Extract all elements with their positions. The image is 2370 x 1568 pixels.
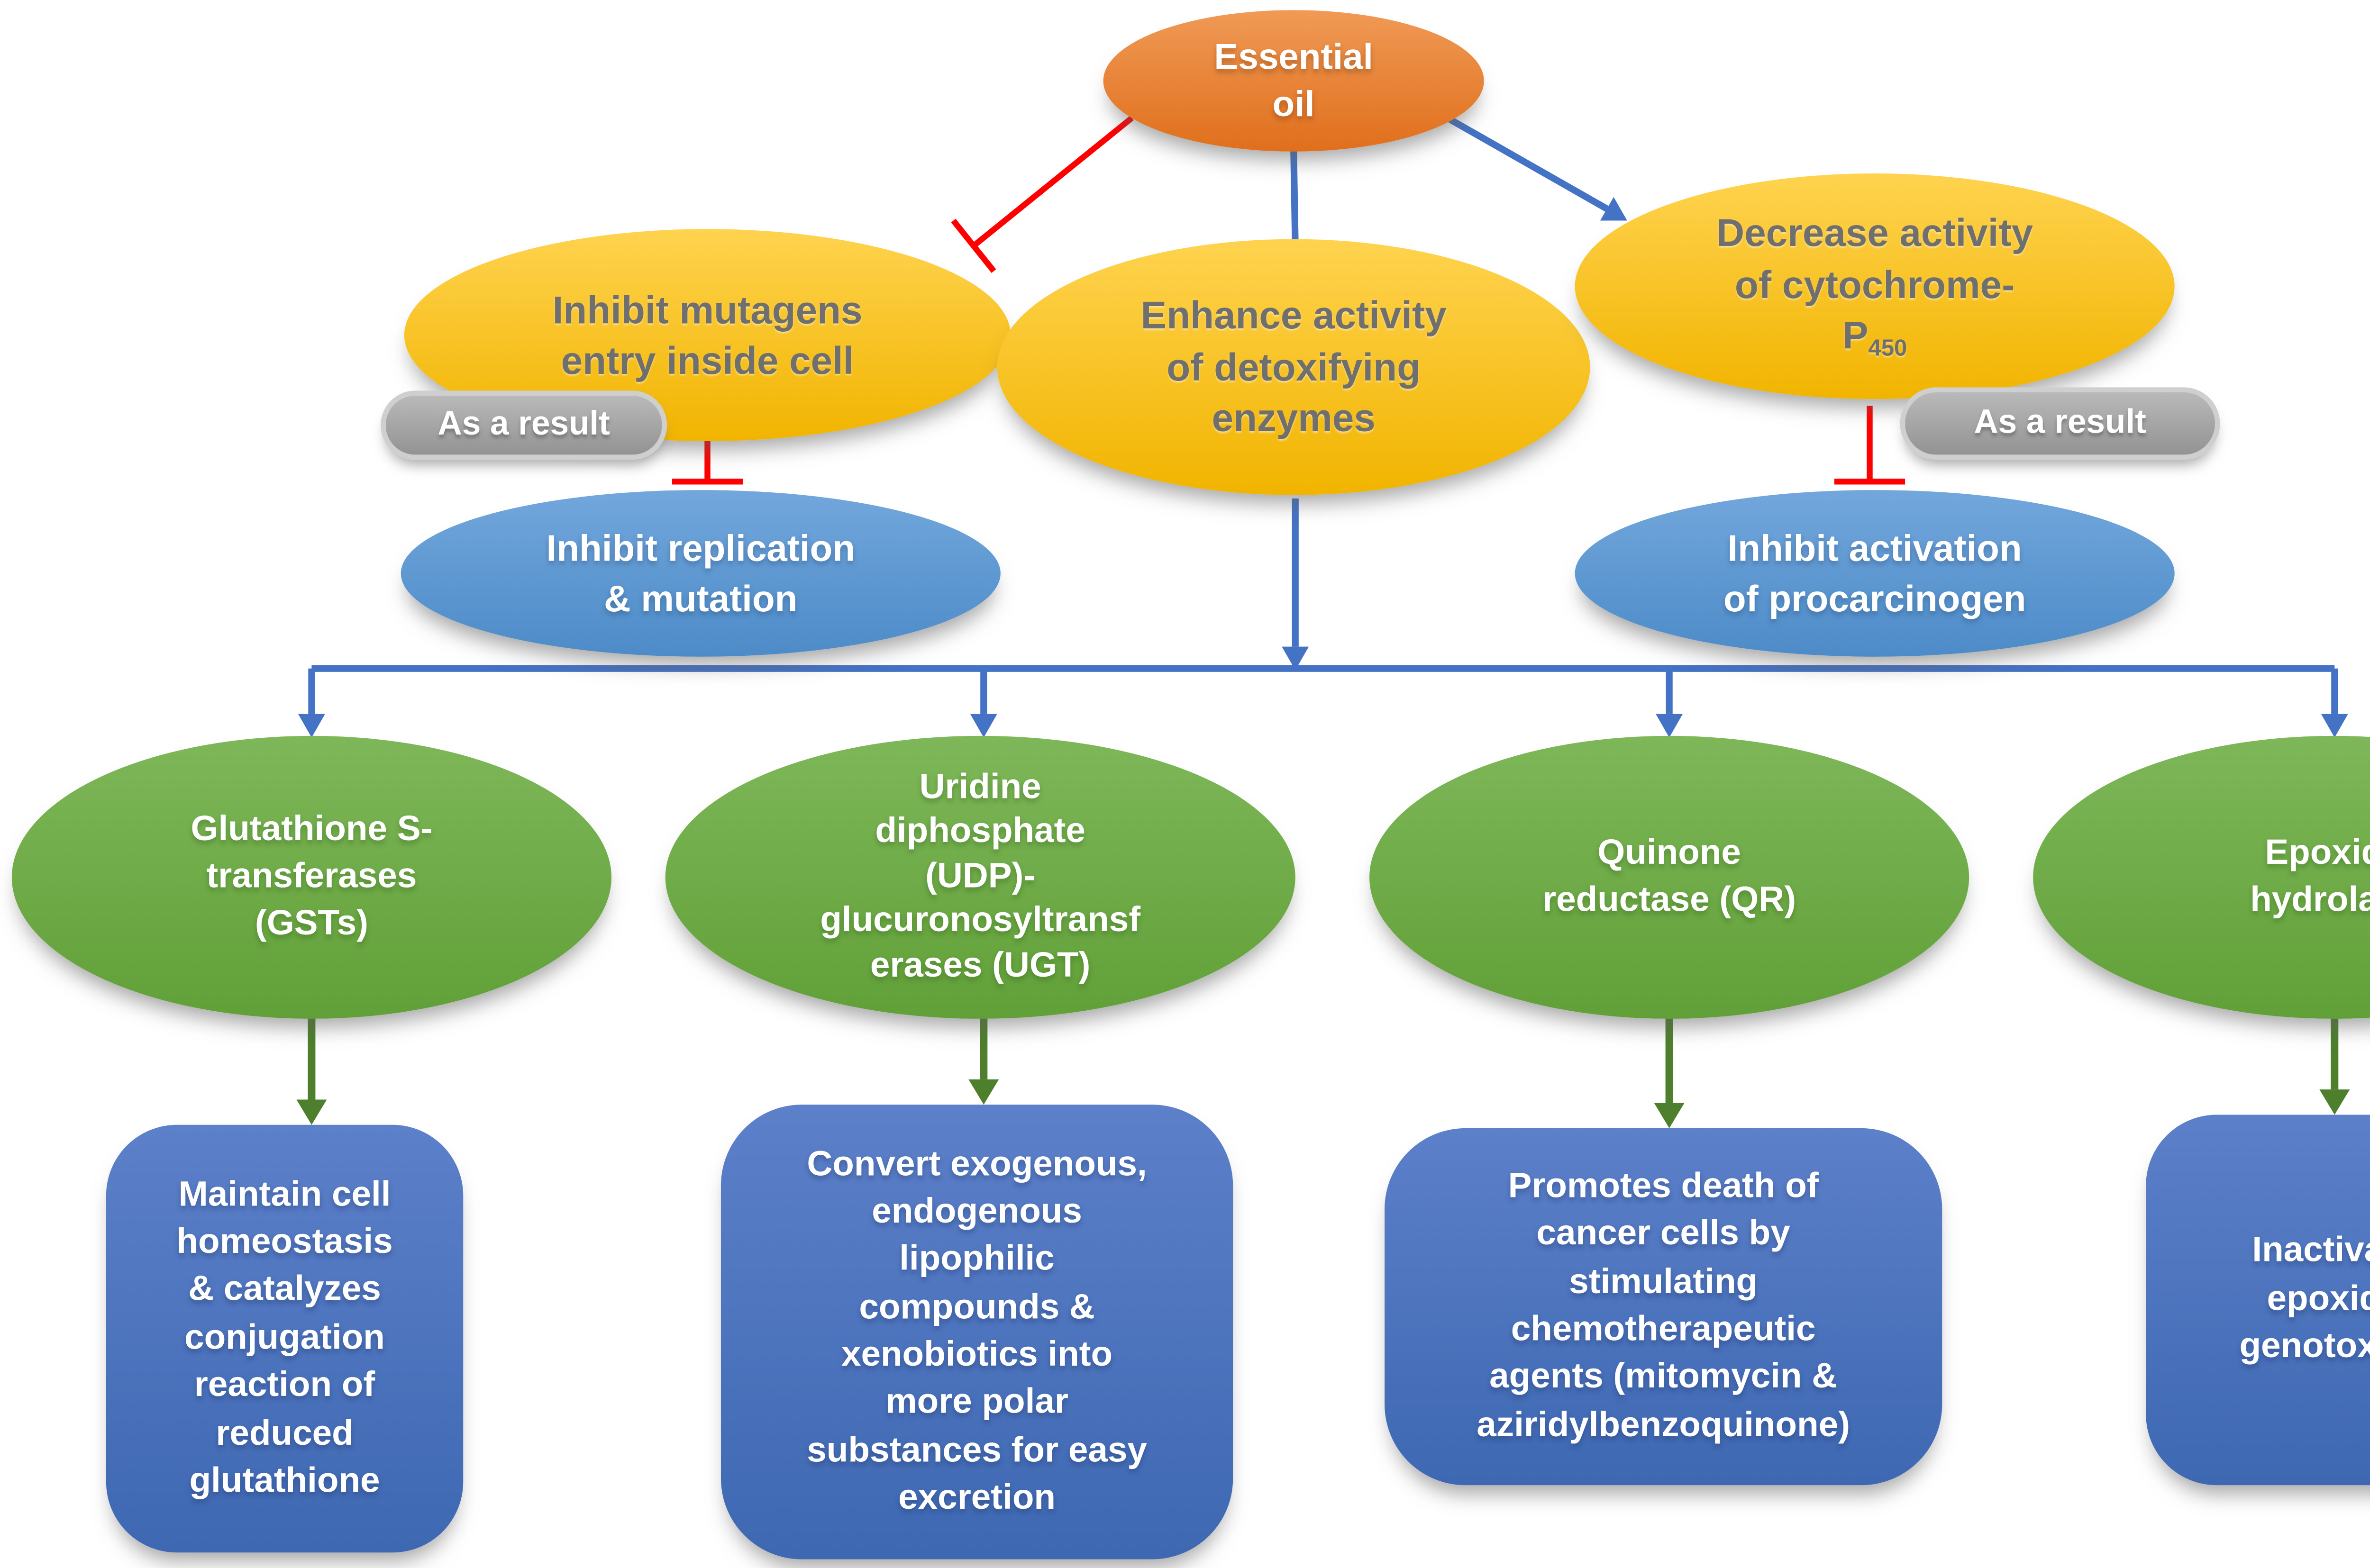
decrease-activity-node: Decrease activity of cytochrome- P450: [1575, 173, 2175, 399]
qr-label: Quinone reductase (QR): [1542, 834, 1796, 920]
edge-branch-to-gst: [298, 668, 325, 738]
arrowhead-icon: [1656, 714, 1683, 738]
edge-gst-to-effect: [296, 1015, 327, 1125]
arrowhead-icon: [298, 714, 325, 738]
arrowhead-icon: [968, 1079, 999, 1105]
qr-effect-label: Promotes death of cancer cells by stimul…: [1477, 1167, 1850, 1444]
qr-node: Quinone reductase (QR): [1369, 735, 1969, 1019]
cytochrome-subscript: 450: [1868, 335, 1907, 361]
arrowhead-icon: [2321, 714, 2348, 738]
decrease-activity-label: Decrease activity of cytochrome- P450: [1716, 211, 2033, 361]
inhibit-activation-label: Inhibit activation of procarcinogen: [1723, 527, 2026, 619]
edge-enhance-to-branch: [1282, 498, 1309, 671]
edge-branch-to-udp: [970, 668, 997, 738]
arrowhead-icon: [1282, 646, 1309, 671]
arrowhead-icon: [2319, 1089, 2350, 1115]
arrow-shaft: [1290, 148, 1299, 248]
edge-branch-to-qr: [1656, 668, 1683, 738]
as-a-result-right-badge: As a result: [1900, 387, 2220, 460]
inhibit-activation-node: Inhibit activation of procarcinogen: [1575, 490, 2175, 657]
inhibit-replication-node: Inhibit replication & mutation: [401, 490, 1001, 657]
qr-effect-box: Promotes death of cancer cells by stimul…: [1385, 1128, 1942, 1486]
edge-epoxide-to-effect: [2319, 1015, 2350, 1115]
as-a-result-left-label: As a result: [438, 406, 610, 444]
edge-decrease-result-activation: [1834, 406, 1905, 485]
udp-effect-box: Convert exogenous, endogenous lipophilic…: [720, 1105, 1233, 1559]
epoxide-label: Epoxide hydrolase: [2250, 834, 2370, 920]
as-a-result-left-badge: As a result: [381, 390, 667, 460]
arrowhead-icon: [1654, 1103, 1685, 1128]
essential-oil-node: Essential oil: [1103, 10, 1484, 152]
gst-node: Glutathione S- transferases (GSTs): [11, 735, 611, 1019]
inhibit-mutagens-label: Inhibit mutagens entry inside cell: [552, 287, 863, 382]
as-a-result-right-label: As a result: [1974, 404, 2146, 442]
gst-effect-label: Maintain cell homeostasis & catalyzes co…: [176, 1175, 393, 1500]
enhance-activity-label: Enhance activity of detoxifying enzymes: [1140, 293, 1447, 440]
arrowhead-icon: [1600, 197, 1627, 221]
essential-oil-label: Essential oil: [1214, 36, 1373, 125]
arrowhead-icon: [970, 714, 997, 738]
inhibit-mutagens-node: Inhibit mutagens entry inside cell: [404, 229, 1011, 442]
edge-udp-to-effect: [968, 1015, 999, 1105]
inhibition-bar-icon: [951, 218, 996, 273]
gst-label: Glutathione S- transferases (GSTs): [191, 810, 433, 943]
gst-effect-box: Maintain cell homeostasis & catalyzes co…: [106, 1124, 464, 1553]
epoxide-effect-label: Inactivate epoxide genotoxins: [2239, 1232, 2370, 1366]
edge-essential-to-decrease: [1449, 117, 1627, 221]
udp-node: Uridine diphosphate (UDP)- glucuronosylt…: [665, 735, 1295, 1019]
arrow-shaft: [1449, 117, 1609, 212]
epoxide-effect-box: Inactivate epoxide genotoxins: [2146, 1115, 2370, 1486]
udp-label: Uridine diphosphate (UDP)- glucuronosylt…: [820, 767, 1141, 985]
arrowhead-icon: [296, 1099, 327, 1125]
edge-mutagens-result-replication: [672, 441, 743, 485]
inhibition-shaft: [972, 115, 1134, 248]
edge-branch-to-epoxide: [2321, 668, 2348, 738]
inhibit-replication-label: Inhibit replication & mutation: [546, 527, 856, 619]
enhance-activity-node: Enhance activity of detoxifying enzymes: [997, 239, 1590, 495]
edge-qr-to-effect: [1654, 1015, 1685, 1128]
edge-essential-inhibits-mutagens: [951, 115, 1134, 273]
udp-effect-label: Convert exogenous, endogenous lipophilic…: [807, 1144, 1147, 1517]
